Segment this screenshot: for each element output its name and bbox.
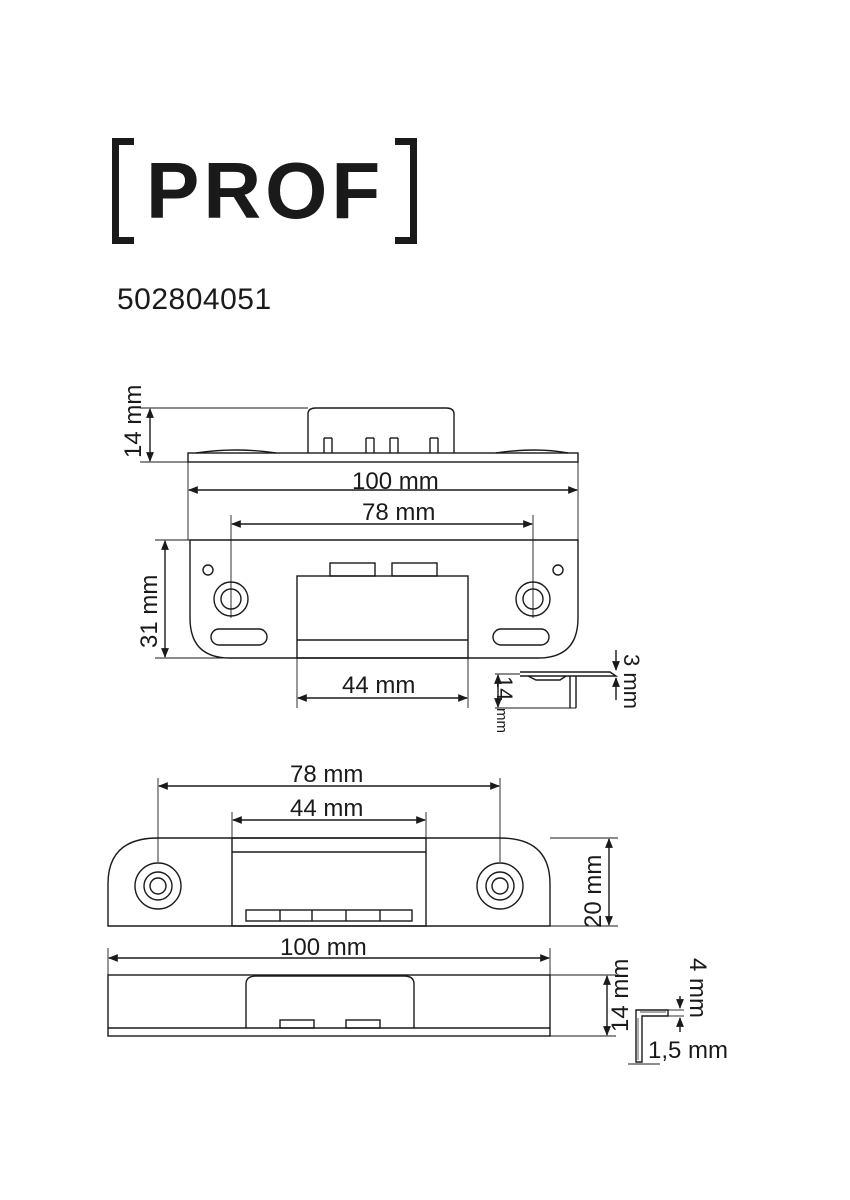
dim-side1-thickness: 3 mm <box>619 654 644 709</box>
view-front-plate <box>155 515 579 708</box>
dim-view3-opening: 44 mm <box>290 795 363 822</box>
product-code: 502804051 <box>117 283 272 316</box>
dim-side2-thickness: 1,5 mm <box>648 1037 728 1064</box>
dim-view3-height: 20 mm <box>580 855 607 928</box>
dim-view1-height: 14 mm <box>120 385 147 458</box>
side-profile-small <box>494 650 620 709</box>
view-top-profile <box>140 407 579 540</box>
dim-view4-length: 100 mm <box>280 934 367 961</box>
logo-left-bracket <box>112 138 134 244</box>
dim-view2-hole-spacing: 78 mm <box>362 499 435 526</box>
dim-view3-hole-spacing: 78 mm <box>290 761 363 788</box>
dim-view4-height: 14 mm <box>607 959 634 1032</box>
dim-side2-flange: 4 mm <box>684 958 711 1018</box>
logo-text: PROF <box>146 146 385 235</box>
dim-view2-opening: 44 mm <box>342 672 415 699</box>
side-profile-l-section <box>628 996 684 1065</box>
view-back-plate <box>107 778 618 927</box>
dim-view2-height: 31 mm <box>136 575 163 648</box>
prof-logo: PROF <box>112 138 417 248</box>
logo-right-bracket <box>395 138 417 244</box>
view-bottom-profile <box>107 948 616 1037</box>
dim-side1-height: 14 <box>492 676 517 700</box>
dim-view1-length: 100 mm <box>352 468 439 495</box>
dim-side1-unit: mm <box>493 708 510 733</box>
